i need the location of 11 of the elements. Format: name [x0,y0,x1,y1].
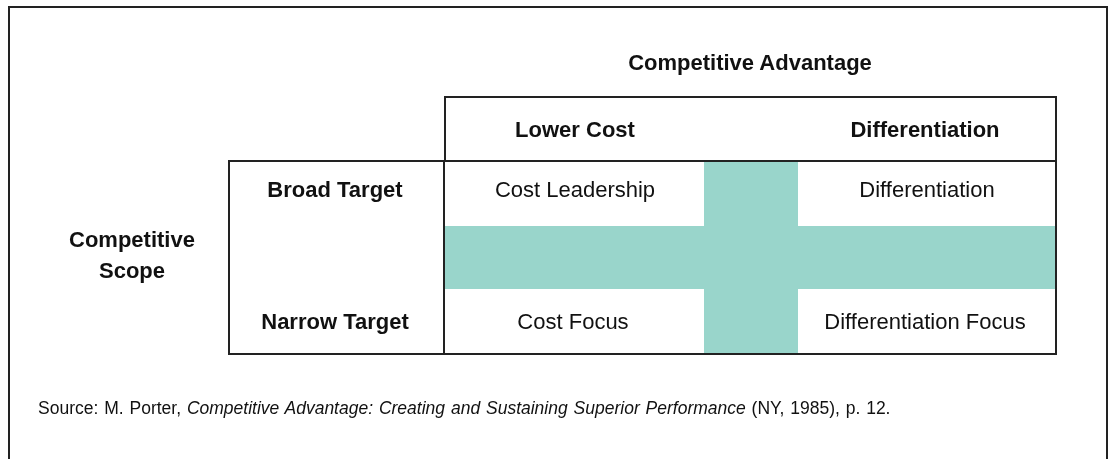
row-heading: Narrow Target [261,309,409,335]
cell-text: Differentiation [859,177,995,203]
column-heading: Lower Cost [515,117,635,143]
axis-heading: Competitive Advantage [628,50,872,76]
axis-heading: Competitive Scope [68,226,196,285]
column-heading: Differentiation [850,117,1000,143]
source-note: Source: M. Porter, Competitive Advantage: Creating and Sustaining Superior Performance (NY, 1985), p. 12. [38,397,892,420]
row-heading: Broad Target [267,177,403,203]
cell-text: Cost Focus [517,309,629,335]
cell-text: Cost Leadership [494,177,656,203]
cell-text: Differentiation Focus [824,309,1026,335]
